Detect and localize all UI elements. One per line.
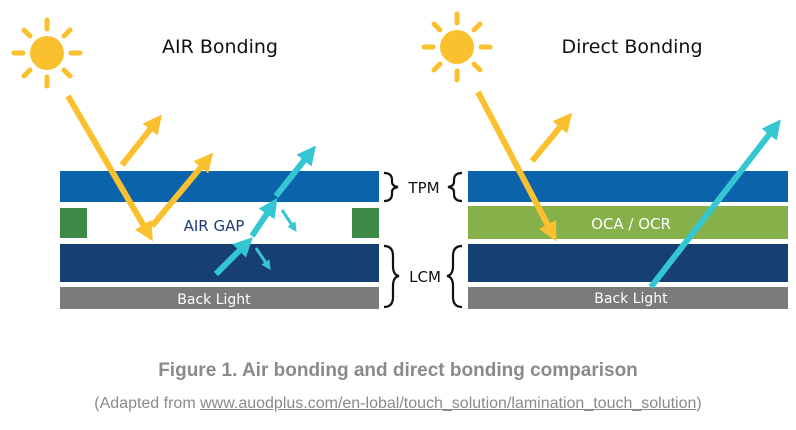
source-suffix: ) [696,395,702,412]
backlight-label-left: Back Light [177,292,251,308]
backlight-rays-left [213,145,316,277]
backlight-rays-right [648,119,781,289]
brace-icon [447,171,463,203]
air-gap-label: AIR GAP [184,217,245,235]
lcm-layer-right [468,244,788,282]
oca-layer [468,206,788,239]
backlight-label-right: Back Light [594,291,668,307]
sunlight-rays-left [65,94,214,242]
arrow-icon [119,114,162,167]
arrow-icon [65,94,153,242]
figure-caption: Figure 1. Air bonding and direct bonding… [158,360,638,381]
source-note: (Adapted from www.auodplus.com/en-lobal/… [0,395,796,413]
source-prefix: (Adapted from [94,395,201,412]
arrow-icon [280,209,297,232]
tpm-layer-left [60,171,379,202]
layer-braces: TPM LCM [383,171,463,309]
air-bonding-panel: AIR Bonding AIR GAP Back Light [11,17,379,309]
arrow-icon [213,237,253,277]
sunlight-rays-right [475,90,573,242]
arrow-icon [529,112,573,163]
arrow-icon [254,247,271,270]
lcm-label: LCM [409,268,441,286]
brace-icon [383,244,400,309]
oca-label: OCA / OCR [591,215,671,233]
source-link[interactable]: www.auodplus.com/en-lobal/touch_solution… [200,395,697,412]
arrow-icon [249,198,278,238]
spacer-left [60,208,87,238]
sun-icon [11,17,83,89]
lcm-layer-left [60,244,379,282]
sun-icon [421,11,493,83]
arrow-icon [273,145,316,198]
backlight-left [60,287,379,309]
arrow-icon [475,90,557,242]
spacer-right [352,208,379,238]
tpm-label: TPM [407,179,439,197]
arrow-icon [648,119,781,289]
direct-bonding-title: Direct Bonding [561,36,702,58]
backlight-right [468,287,788,309]
arrow-icon [149,152,214,228]
brace-icon [383,171,399,203]
direct-bonding-panel: Direct Bonding OCA / OCR Back Light [421,11,788,309]
brace-icon [446,244,463,309]
air-bonding-title: AIR Bonding [162,36,278,58]
